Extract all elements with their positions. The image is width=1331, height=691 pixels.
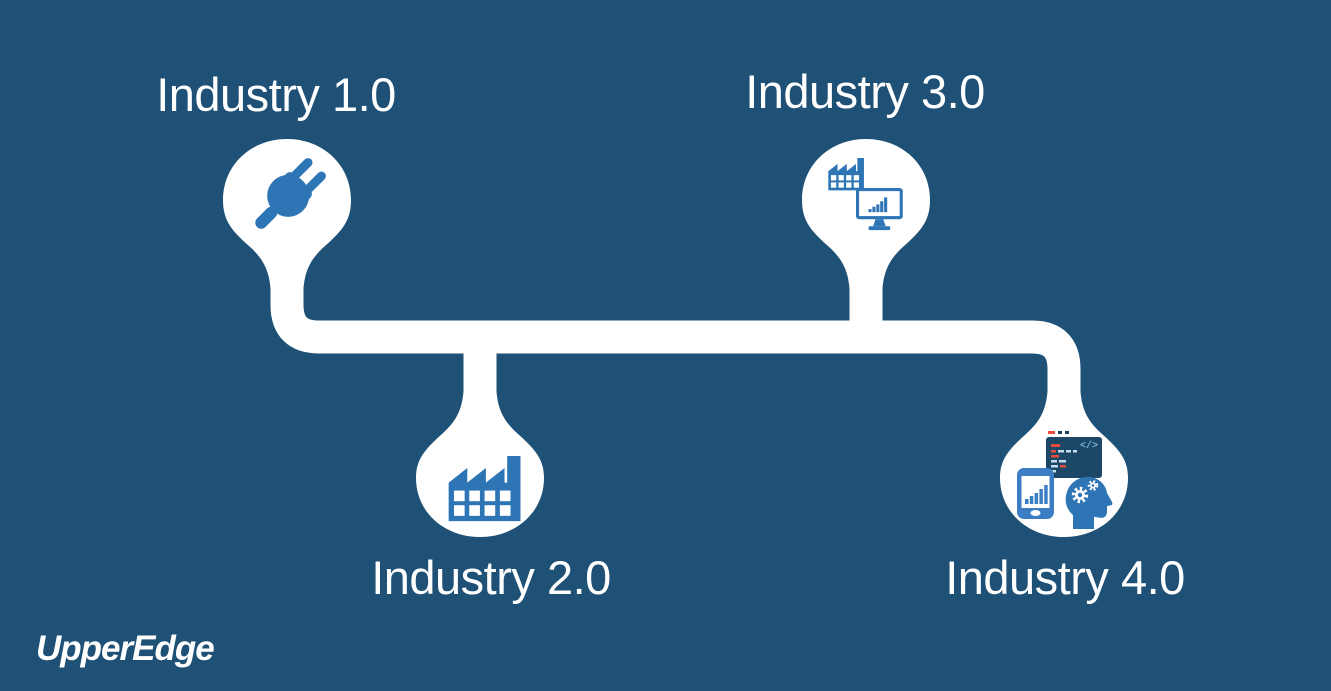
factory-icon: [448, 455, 521, 522]
timeline-main-pipe: [270, 250, 1081, 445]
node-bulb-industry-1-0: [223, 139, 351, 302]
label-industry-1-0: Industry 1.0: [156, 68, 396, 121]
upperedge-logo: UpperEdge: [36, 629, 215, 668]
node-bulb-industry-3-0: [802, 139, 930, 302]
label-industry-3-0: Industry 3.0: [745, 65, 985, 118]
smartphone-bar-chart-icon: [1017, 468, 1054, 519]
head-gears-icon: [1065, 476, 1113, 529]
factory-icon: [828, 157, 864, 191]
gear-icon: [1071, 486, 1089, 504]
timeline-connector: [270, 250, 1081, 445]
power-plug-icon: [255, 158, 326, 229]
code-glyph: </>: [1080, 440, 1098, 452]
monitor-bar-chart-icon: [856, 188, 903, 231]
code-window-icon: </>: [1046, 431, 1102, 478]
label-industry-2-0: Industry 2.0: [371, 551, 611, 604]
gear-icon: [1087, 480, 1099, 491]
label-industry-4-0: Industry 4.0: [945, 551, 1185, 604]
